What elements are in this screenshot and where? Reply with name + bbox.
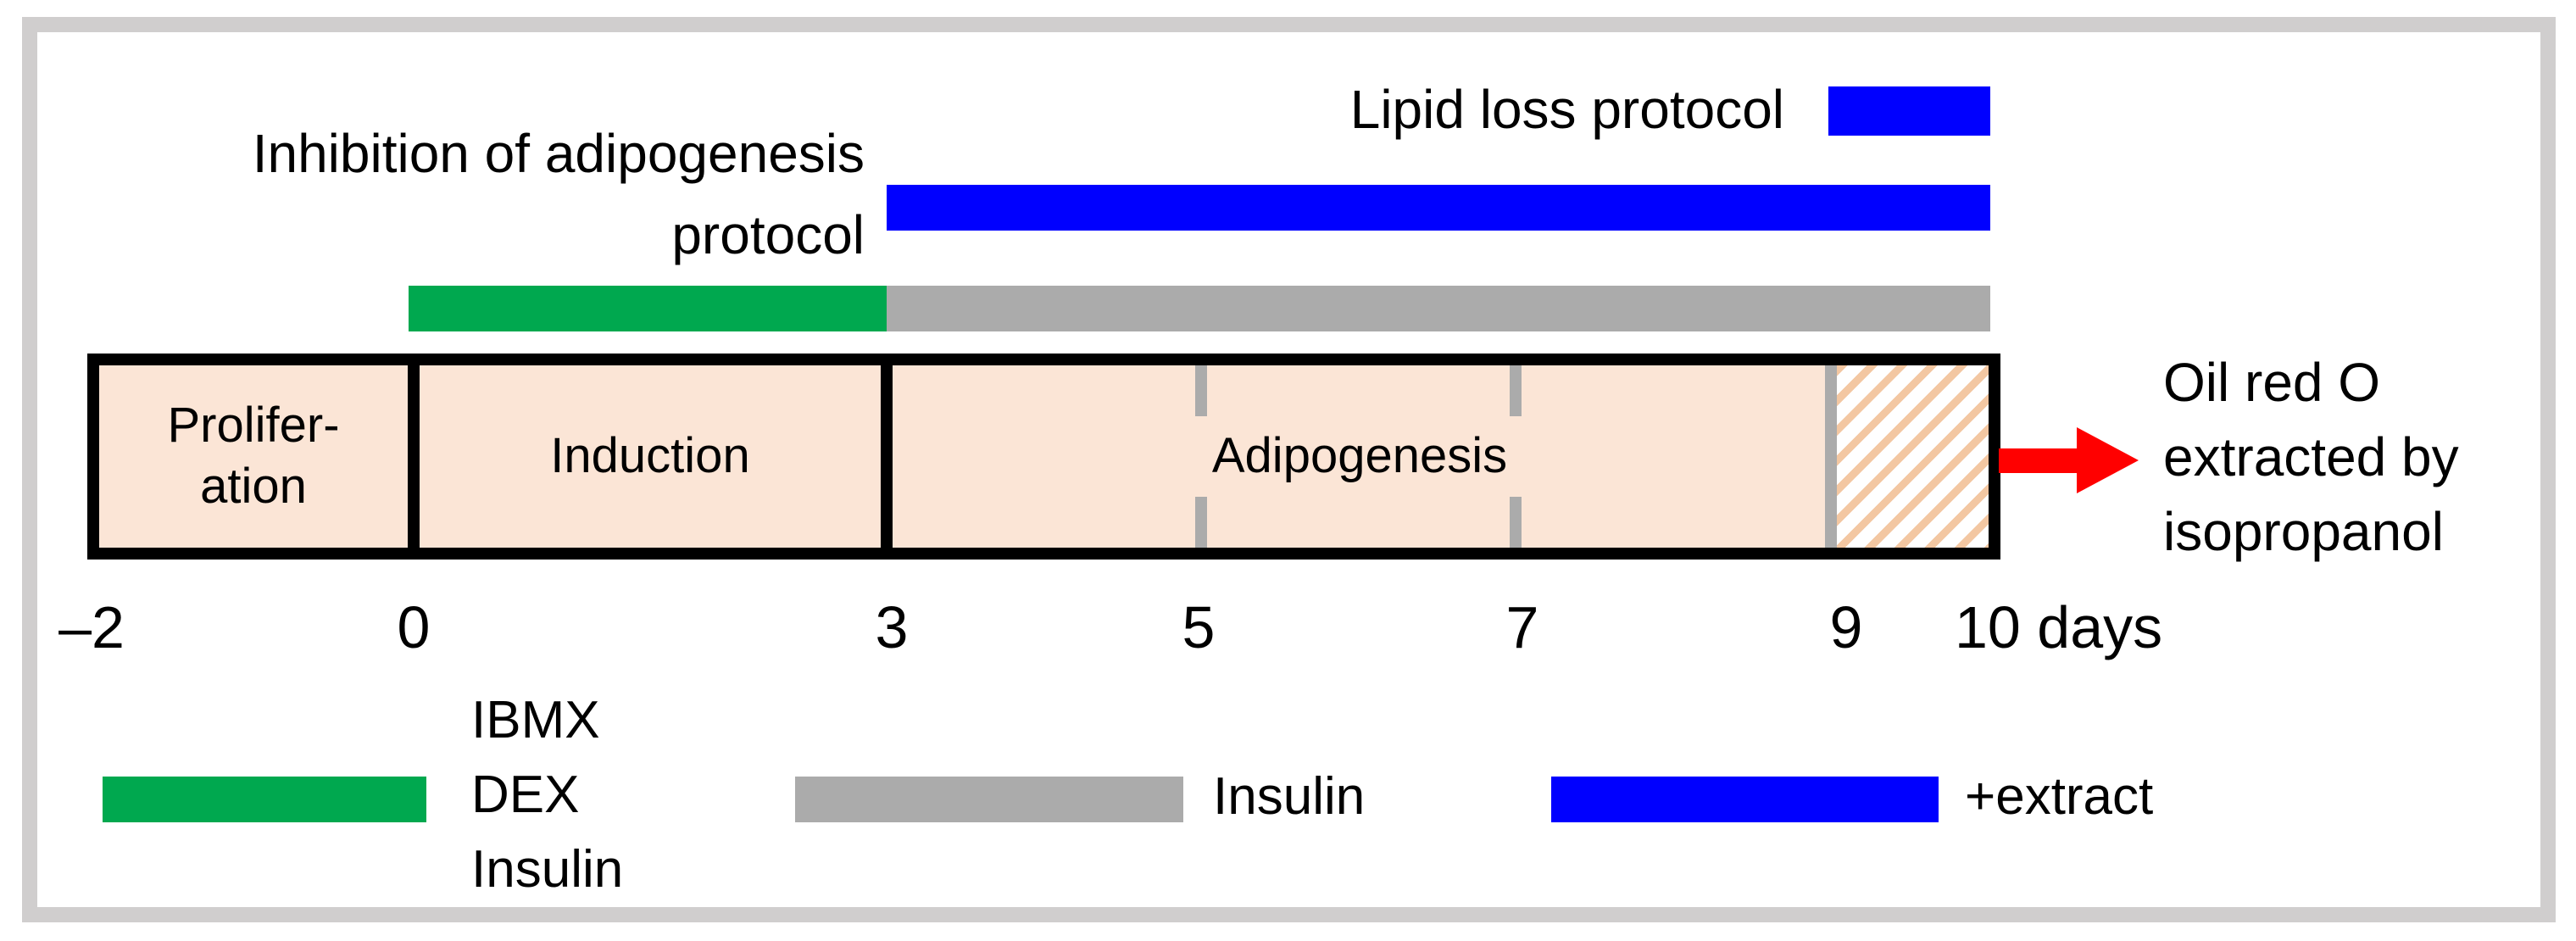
legend-green-swatch [103, 777, 426, 822]
lipid-loss-extract-bar [1828, 86, 1990, 136]
phase-label-induction: Induction [550, 428, 750, 483]
divider-day-3 [881, 365, 893, 548]
phase-label-proliferation: Prolifer- ation [126, 395, 381, 517]
inhibition-protocol-label-line2: protocol [671, 204, 865, 265]
phase-label-proliferation-line1: Prolifer- [167, 398, 340, 453]
legend-green-label-line2: DEX [471, 766, 580, 824]
inhibition-extract-bar [887, 185, 1990, 231]
oil-red-o-annotation-line2: extracted by [2163, 426, 2459, 487]
oil-red-o-annotation: Oil red O extracted by isopropanol [2163, 345, 2562, 569]
induction-cocktail-bar [409, 286, 887, 331]
day-tick-9: 9 [1829, 594, 1863, 660]
legend-green-label-line1: IBMX [471, 691, 600, 749]
day-tick-minus2: –2 [58, 594, 125, 660]
legend-green-label: IBMX DEX Insulin [471, 683, 623, 907]
lipid-loss-protocol-label: Lipid loss protocol [1349, 79, 1784, 140]
hatched-region-day9-10 [1837, 365, 1989, 548]
divider-day-9 [1825, 365, 1837, 548]
day-tick-3: 3 [875, 594, 909, 660]
day-tick-7: 7 [1505, 594, 1539, 660]
phase-timeline-box [87, 354, 2000, 560]
legend-gray-swatch [795, 777, 1183, 822]
day-tick-0: 0 [397, 594, 431, 660]
oil-red-o-annotation-line1: Oil red O [2163, 352, 2381, 413]
divider-day-0 [408, 365, 420, 548]
phase-label-proliferation-line2: ation [200, 459, 307, 514]
insulin-maintenance-bar [887, 286, 1990, 331]
legend-blue-label: +extract [1965, 767, 2154, 826]
divider-day-5 [1195, 365, 1207, 548]
phase-label-adipogenesis: Adipogenesis [1211, 428, 1508, 483]
inhibition-protocol-label-line1: Inhibition of adipogenesis [252, 123, 865, 184]
legend-blue-swatch [1551, 777, 1939, 822]
day-tick-5: 5 [1182, 594, 1216, 660]
legend-gray-label: Insulin [1213, 767, 1366, 826]
divider-day-7 [1510, 365, 1522, 548]
outer-frame [22, 17, 2556, 922]
day-tick-10-days: 10 days [1955, 594, 2163, 660]
oil-red-o-annotation-line3: isopropanol [2163, 501, 2444, 562]
inhibition-protocol-label: Inhibition of adipogenesis protocol [85, 113, 865, 276]
red-arrow-icon [1999, 427, 2139, 493]
legend-green-label-line3: Insulin [471, 840, 624, 899]
